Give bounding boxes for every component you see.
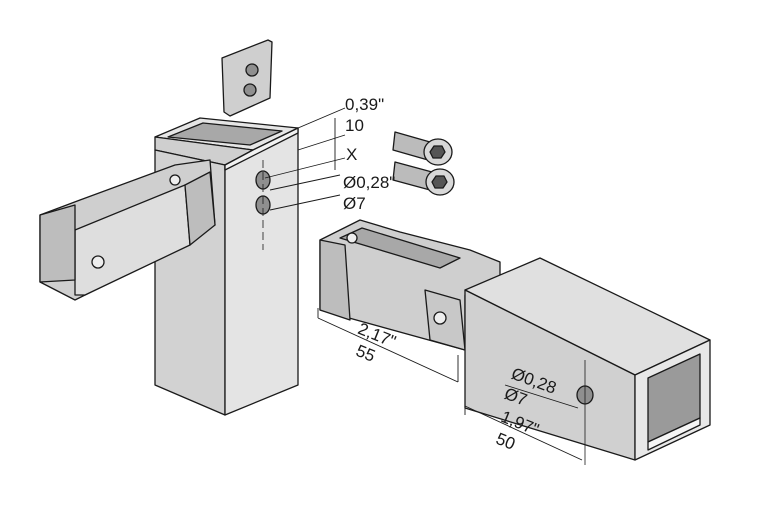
dim-post-top-inch: 0,39": [345, 95, 385, 114]
vertical-post: [154, 117, 299, 416]
dim-post-gap: X: [346, 145, 358, 164]
insert-tab: [221, 39, 273, 117]
screws: [392, 131, 455, 196]
horizontal-tube: [464, 257, 711, 465]
dimension-lines: [264, 107, 583, 461]
dim-post-hole-inch: Ø0,28": [343, 173, 396, 192]
left-bracket: [39, 159, 216, 301]
dim-post-hole-mm: Ø7: [343, 194, 366, 213]
right-bracket: [319, 219, 501, 351]
dim-post-top-mm: 10: [345, 116, 364, 135]
